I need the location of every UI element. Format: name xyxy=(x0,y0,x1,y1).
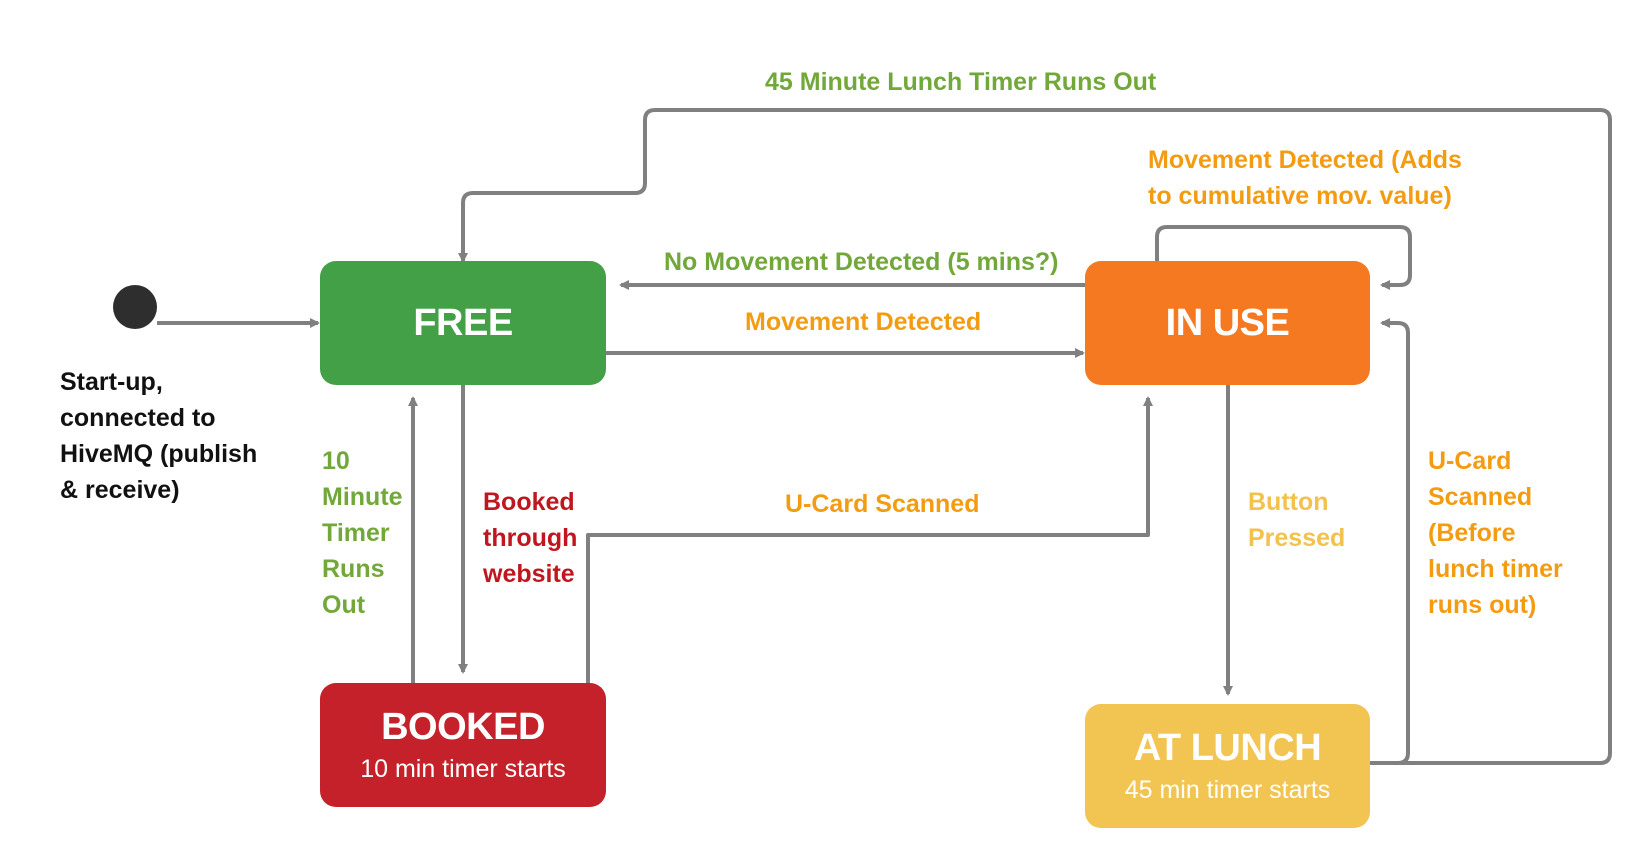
label-line: runs out) xyxy=(1428,591,1537,619)
arrow-booked-to-in-use xyxy=(586,396,1153,683)
label-line: (Before xyxy=(1428,519,1516,547)
label-line: Movement Detected (Adds xyxy=(1148,146,1462,174)
state-in-use-name: IN USE xyxy=(1165,301,1290,344)
label-line: to cumulative mov. value) xyxy=(1148,182,1452,210)
label-line: Pressed xyxy=(1248,524,1346,552)
label-no-movement: No Movement Detected (5 mins?) xyxy=(664,248,1059,276)
state-free: FREE xyxy=(320,261,606,385)
state-at-lunch-subtitle: 45 min timer starts xyxy=(1124,776,1331,804)
start-label-line: & receive) xyxy=(60,476,180,504)
state-booked-name: BOOKED xyxy=(381,706,545,748)
arrow-at-lunch-to-in-use xyxy=(1368,318,1410,765)
state-in-use: IN USE xyxy=(1085,261,1370,385)
state-booked-subtitle: 10 min timer starts xyxy=(360,755,566,783)
label-line: lunch timer xyxy=(1428,555,1563,583)
label-line: through xyxy=(483,524,578,552)
label-booked-timeout: 10 Minute Timer Runs Out xyxy=(322,443,403,623)
start-label: Start-up, connected to HiveMQ (publish &… xyxy=(60,364,257,508)
label-line: U-Card xyxy=(1428,447,1512,475)
start-label-line: HiveMQ (publish xyxy=(60,440,258,468)
state-booked: BOOKED 10 min timer starts xyxy=(320,683,606,807)
arrow-in-use-self-loop xyxy=(1155,225,1412,290)
state-free-name: FREE xyxy=(413,301,513,344)
label-line: Runs xyxy=(322,555,385,583)
label-line: Booked xyxy=(483,488,575,516)
state-at-lunch-name: AT LUNCH xyxy=(1133,727,1322,769)
label-ucard-from-lunch: U-Card Scanned (Before lunch timer runs … xyxy=(1428,443,1563,623)
initial-state-dot xyxy=(113,285,157,329)
start-label-line: connected to xyxy=(60,404,216,432)
state-at-lunch: AT LUNCH 45 min timer starts xyxy=(1085,704,1370,828)
label-line: Scanned xyxy=(1428,483,1533,511)
label-ucard-from-booked: U-Card Scanned xyxy=(785,490,980,518)
label-movement: Movement Detected xyxy=(745,308,982,336)
start-label-line: Start-up, xyxy=(60,368,163,396)
arrow-lunch-timeout-to-free xyxy=(458,108,1612,765)
label-button-pressed: Button Pressed xyxy=(1248,484,1345,556)
label-line: Button xyxy=(1248,488,1329,516)
label-line: Minute xyxy=(322,483,403,511)
label-lunch-timeout: 45 Minute Lunch Timer Runs Out xyxy=(765,68,1157,96)
label-movement-self-loop: Movement Detected (Adds to cumulative mo… xyxy=(1148,142,1462,214)
label-line: Timer xyxy=(322,519,390,547)
label-line: 10 xyxy=(322,447,350,475)
label-line: website xyxy=(483,560,575,588)
label-line: Out xyxy=(322,591,366,619)
label-booked-web: Booked through website xyxy=(483,484,577,592)
